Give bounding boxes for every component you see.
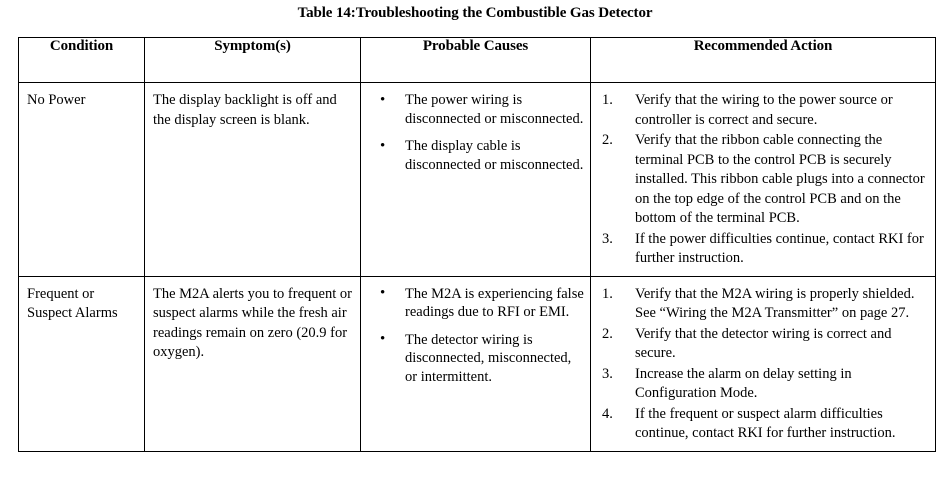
list-number: 3. bbox=[602, 230, 613, 247]
list-item: • The detector wiring is disconnected, m… bbox=[369, 331, 584, 387]
cell-condition: Frequent or Suspect Alarms bbox=[18, 275, 145, 452]
table-row: No Power The display backlight is off an… bbox=[18, 82, 936, 277]
cell-recommended-action: 1. Verify that the M2A wiring is properl… bbox=[590, 275, 936, 452]
list-number: 3. bbox=[602, 365, 613, 382]
list-item: 1. Verify that the M2A wiring is properl… bbox=[599, 285, 929, 324]
list-number: 1. bbox=[602, 285, 613, 302]
bullet-icon: • bbox=[380, 137, 386, 154]
list-item-text: The power wiring is disconnected or misc… bbox=[405, 92, 584, 127]
bullet-icon: • bbox=[380, 331, 386, 347]
list-item: • The M2A is experiencing false readings… bbox=[369, 285, 584, 322]
list-item: 1. Verify that the wiring to the power s… bbox=[599, 91, 929, 130]
recommended-action-list: 1. Verify that the wiring to the power s… bbox=[599, 91, 929, 269]
list-item: • The display cable is disconnected or m… bbox=[369, 137, 584, 174]
table-row: Frequent or Suspect Alarms The M2A alert… bbox=[18, 275, 936, 452]
cell-symptom: The M2A alerts you to frequent or suspec… bbox=[144, 275, 361, 452]
column-header-condition: Condition bbox=[18, 37, 145, 83]
list-item-text: Verify that the detector wiring is corre… bbox=[635, 325, 892, 362]
list-item: 2. Verify that the ribbon cable connecti… bbox=[599, 131, 929, 229]
cell-condition: No Power bbox=[18, 82, 145, 277]
list-item-text: Increase the alarm on delay setting in C… bbox=[635, 365, 852, 402]
list-item-text: The detector wiring is disconnected, mis… bbox=[405, 331, 572, 385]
recommended-action-list: 1. Verify that the M2A wiring is properl… bbox=[599, 285, 929, 444]
cell-probable-causes: • The power wiring is disconnected or mi… bbox=[360, 82, 591, 277]
probable-causes-list: • The M2A is experiencing false readings… bbox=[369, 285, 584, 387]
list-item-text: Verify that the M2A wiring is properly s… bbox=[635, 285, 915, 322]
list-number: 2. bbox=[602, 132, 613, 148]
bullet-icon: • bbox=[380, 285, 386, 301]
list-item-text: The M2A is experiencing false readings d… bbox=[405, 285, 584, 321]
condition-text: Frequent or Suspect Alarms bbox=[27, 285, 118, 322]
table-caption: Table 14:Troubleshooting the Combustible… bbox=[297, 5, 653, 21]
list-item: • The power wiring is disconnected or mi… bbox=[369, 91, 584, 128]
table-header-row: Condition Symptom(s) Probable Causes Rec… bbox=[18, 37, 936, 83]
column-header-symptoms: Symptom(s) bbox=[144, 37, 361, 83]
list-item: 2. Verify that the detector wiring is co… bbox=[599, 325, 929, 364]
symptom-text: The M2A alerts you to frequent or suspec… bbox=[153, 285, 352, 361]
list-item: 3. Increase the alarm on delay setting i… bbox=[599, 365, 929, 404]
cell-probable-causes: • The M2A is experiencing false readings… bbox=[360, 275, 591, 452]
list-item-text: Verify that the wiring to the power sour… bbox=[635, 92, 893, 128]
column-header-probable-causes: Probable Causes bbox=[360, 37, 591, 83]
list-item-text: Verify that the ribbon cable connecting … bbox=[635, 132, 925, 226]
list-number: 4. bbox=[602, 405, 613, 422]
cell-symptom: The display backlight is off and the dis… bbox=[144, 82, 361, 277]
list-item: 4. If the frequent or suspect alarm diff… bbox=[599, 405, 929, 444]
list-item-text: If the frequent or suspect alarm difficu… bbox=[635, 405, 896, 442]
list-item-text: If the power difficulties continue, cont… bbox=[635, 230, 924, 267]
list-number: 2. bbox=[602, 325, 613, 342]
column-header-recommended-action: Recommended Action bbox=[590, 37, 936, 83]
troubleshooting-table: Condition Symptom(s) Probable Causes Rec… bbox=[18, 37, 936, 452]
probable-causes-list: • The power wiring is disconnected or mi… bbox=[369, 91, 584, 174]
cell-recommended-action: 1. Verify that the wiring to the power s… bbox=[590, 82, 936, 277]
condition-text: No Power bbox=[27, 92, 86, 108]
list-number: 1. bbox=[602, 92, 613, 108]
list-item-text: The display cable is disconnected or mis… bbox=[405, 138, 584, 173]
list-item: 3. If the power difficulties continue, c… bbox=[599, 230, 929, 269]
symptom-text: The display backlight is off and the dis… bbox=[153, 92, 337, 128]
bullet-icon: • bbox=[380, 91, 386, 108]
